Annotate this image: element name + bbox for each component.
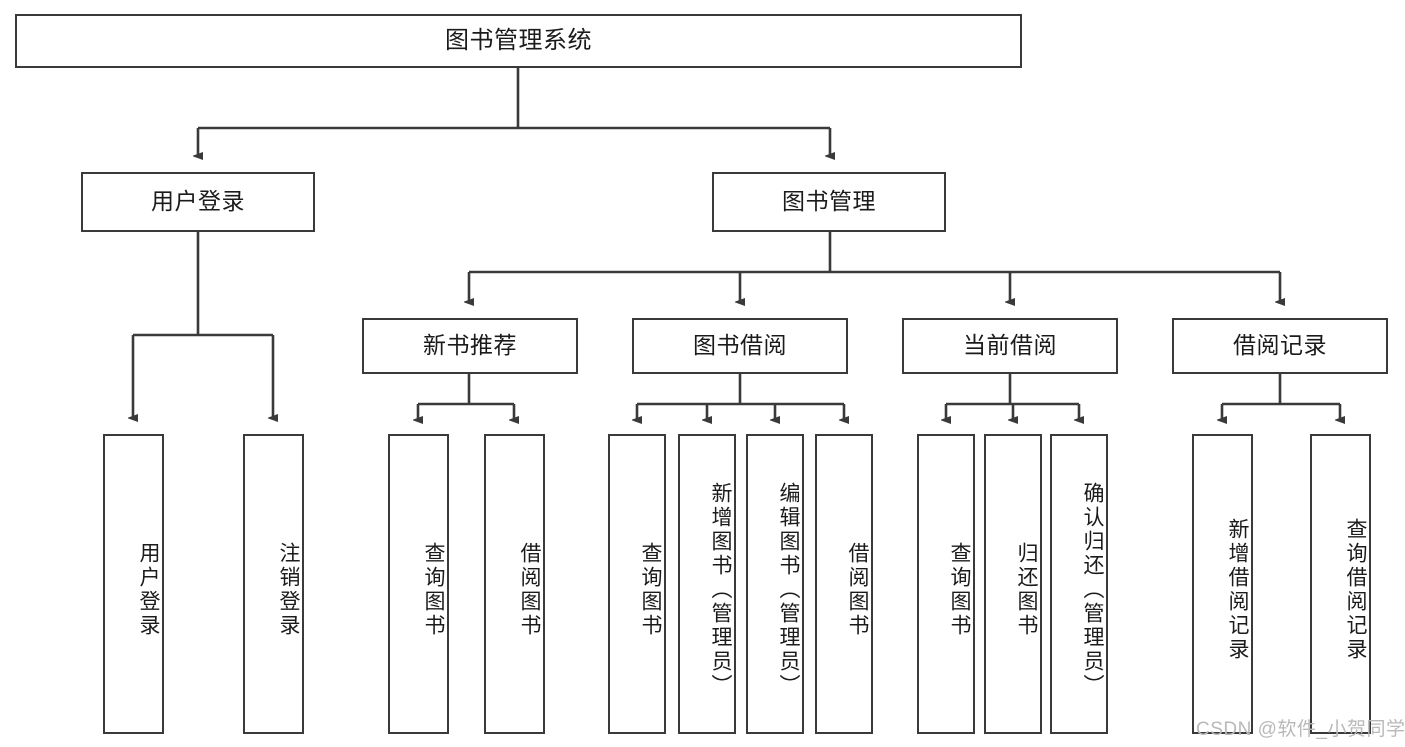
node-borrow-query-book[interactable]: 查询图书 <box>608 434 666 734</box>
node-current-return-book-label: 归还图书 <box>1015 542 1038 638</box>
node-recommend-query-book-label: 查询图书 <box>422 542 445 638</box>
node-current-confirm-return-label: 确认归还（管理员） <box>1081 482 1104 698</box>
node-borrow-record[interactable]: 借阅记录 <box>1172 318 1388 374</box>
node-recommend-query-book[interactable]: 查询图书 <box>388 434 449 734</box>
node-current-borrow[interactable]: 当前借阅 <box>902 318 1118 374</box>
node-record-add[interactable]: 新增借阅记录 <box>1192 434 1253 734</box>
node-record-query[interactable]: 查询借阅记录 <box>1310 434 1371 734</box>
node-current-return-book[interactable]: 归还图书 <box>984 434 1042 734</box>
node-book-manage[interactable]: 图书管理 <box>712 172 946 232</box>
node-user-logout-label: 注销登录 <box>277 542 300 638</box>
node-current-confirm-return[interactable]: 确认归还（管理员） <box>1050 434 1108 734</box>
node-record-query-label: 查询借阅记录 <box>1344 518 1367 662</box>
node-borrow-borrow-book[interactable]: 借阅图书 <box>815 434 873 734</box>
node-recommend-borrow-book[interactable]: 借阅图书 <box>484 434 545 734</box>
node-user-login-do-label: 用户登录 <box>137 542 160 638</box>
node-borrow-add-book-label: 新增图书（管理员） <box>709 482 732 698</box>
node-borrow-borrow-book-label: 借阅图书 <box>846 542 869 638</box>
node-borrow-record-label: 借阅记录 <box>1233 332 1327 359</box>
node-book-borrow[interactable]: 图书借阅 <box>632 318 848 374</box>
node-book-borrow-label: 图书借阅 <box>693 332 787 359</box>
node-user-logout[interactable]: 注销登录 <box>243 434 304 734</box>
node-borrow-add-book[interactable]: 新增图书（管理员） <box>678 434 736 734</box>
node-new-book-recommend[interactable]: 新书推荐 <box>362 318 578 374</box>
node-user-login-label: 用户登录 <box>151 188 245 215</box>
node-user-login[interactable]: 用户登录 <box>81 172 315 232</box>
node-current-borrow-label: 当前借阅 <box>963 332 1057 359</box>
node-borrow-edit-book[interactable]: 编辑图书（管理员） <box>746 434 804 734</box>
node-root[interactable]: 图书管理系统 <box>15 14 1022 68</box>
node-record-add-label: 新增借阅记录 <box>1226 518 1249 662</box>
node-recommend-borrow-book-label: 借阅图书 <box>518 542 541 638</box>
node-borrow-edit-book-label: 编辑图书（管理员） <box>777 482 800 698</box>
node-root-label: 图书管理系统 <box>445 26 592 54</box>
node-book-manage-label: 图书管理 <box>782 188 876 215</box>
node-user-login-do[interactable]: 用户登录 <box>103 434 164 734</box>
node-borrow-query-book-label: 查询图书 <box>639 542 662 638</box>
node-current-query-book[interactable]: 查询图书 <box>917 434 975 734</box>
csdn-watermark: CSDN @软件_小贺同学 <box>1196 719 1405 740</box>
node-current-query-book-label: 查询图书 <box>948 542 971 638</box>
node-new-book-recommend-label: 新书推荐 <box>423 332 517 359</box>
